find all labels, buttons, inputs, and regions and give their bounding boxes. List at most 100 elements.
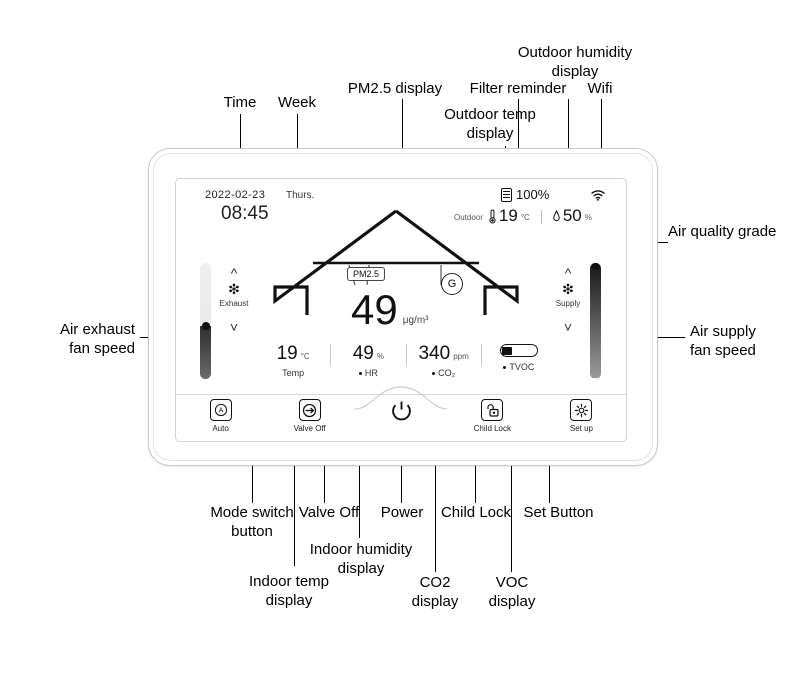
voc-label: TVOC <box>509 362 535 372</box>
fan-icon: ❇ <box>228 281 240 297</box>
wifi-icon <box>591 188 605 201</box>
pm25-value: 49 <box>351 286 398 333</box>
annotation-week: Week <box>277 94 317 111</box>
indoor-temp-label: Temp <box>282 368 305 378</box>
supply-fan-control: ^ ❇ Supply ˅ <box>546 265 590 335</box>
leader-wifi <box>601 99 602 185</box>
indoor-humidity-display: 49 % HR <box>331 344 405 378</box>
annotation-mode-switch-button: Mode switch button <box>210 504 294 540</box>
leader-indoor-temp-display <box>294 430 295 566</box>
status-week: Thurs. <box>286 190 315 201</box>
air-quality-grade-badge: G <box>441 273 463 295</box>
auto-mode-icon: A <box>209 399 232 421</box>
leader-valve-off <box>324 430 325 503</box>
co2-value: 340 <box>418 343 451 364</box>
indoor-humidity-label: HR <box>364 368 378 378</box>
co2-label: CO₂ <box>438 368 456 378</box>
annotation-indoor-temp-display: Indoor temp display <box>248 573 330 609</box>
indoor-humidity-unit: % <box>376 352 384 361</box>
filter-icon <box>501 187 512 202</box>
annotation-power: Power <box>380 504 424 521</box>
sensor-row: 19 °C Temp 49 % HR 340 ppm CO₂ <box>256 344 556 378</box>
supply-fan-slider-fill <box>590 263 601 378</box>
annotation-valve-off: Valve Off <box>298 504 360 521</box>
indoor-temp-display: 19 °C Temp <box>256 344 330 378</box>
filter-percent: 100% <box>516 187 550 202</box>
chevron-down-icon[interactable]: ˅ <box>229 319 239 335</box>
pm25-main-reading: 49 μg/m³ <box>351 289 428 331</box>
humidity-drop-icon <box>553 209 560 224</box>
pm25-tag: PM2.5 <box>346 267 386 281</box>
leader-power <box>401 430 402 503</box>
annotation-pm25-display: PM2.5 display <box>347 80 443 97</box>
exhaust-fan-slider-track[interactable] <box>200 263 211 379</box>
leader-filter-reminder <box>518 99 519 185</box>
status-date: 2022-02-23 <box>205 189 266 201</box>
pm25-unit: μg/m³ <box>402 315 429 326</box>
supply-fan-slider-track[interactable] <box>590 263 601 379</box>
chevron-down-icon[interactable]: ˅ <box>563 319 573 335</box>
annotation-air-quality-grade: Air quality grade <box>668 223 777 240</box>
annotation-child-lock: Child Lock <box>440 504 512 521</box>
voc-display: TVOC <box>482 344 556 372</box>
tvoc-gauge <box>499 344 538 357</box>
mode-switch-button[interactable]: A Auto <box>176 395 265 433</box>
indoor-humidity-value: 49 <box>352 343 374 364</box>
thermometer-icon <box>489 209 496 224</box>
outdoor-humidity-value: 50 <box>562 206 582 225</box>
button-bar: A Auto Valve Off <box>176 386 626 441</box>
set-up-button[interactable]: Set up <box>537 395 626 433</box>
tvoc-segment <box>525 346 536 355</box>
leader-mode-switch-button <box>252 430 253 503</box>
outdoor-humidity-unit: % <box>584 213 592 222</box>
exhaust-fan-label: Exhaust <box>219 299 249 308</box>
indoor-temp-value: 19 <box>276 343 298 364</box>
annotation-filter-reminder: Filter reminder <box>469 80 567 97</box>
leader-child-lock <box>475 430 476 503</box>
sensor-divider <box>480 344 482 366</box>
bullet-icon <box>358 371 362 375</box>
child-lock-label: Child Lock <box>473 424 512 433</box>
supply-fan-label: Supply <box>555 299 581 308</box>
annotation-air-supply-fan-speed: Air supply fan speed <box>690 323 756 359</box>
device-screen: 2022-02-23 Thurs. 08:45 100% Outdoor <box>175 178 627 442</box>
svg-text:A: A <box>218 408 223 415</box>
chevron-up-icon[interactable]: ^ <box>564 265 572 281</box>
outdoor-readings: Outdoor 19 °C 50 <box>454 207 592 224</box>
supply-fan-slider-knob[interactable] <box>591 263 600 270</box>
fan-icon: ❇ <box>562 281 574 297</box>
filter-reminder-indicator[interactable]: 100% <box>501 187 549 202</box>
leader-time <box>240 114 241 178</box>
annotation-outdoor-temp-display: Outdoor temp display <box>444 106 536 142</box>
gear-icon <box>570 399 593 421</box>
tvoc-segment <box>502 346 513 355</box>
status-time: 08:45 <box>221 203 269 224</box>
padlock-open-icon <box>481 399 504 421</box>
outdoor-humidity-reading: 50 % <box>553 207 592 224</box>
leader-voc-display <box>511 430 512 572</box>
power-button[interactable] <box>354 386 448 428</box>
annotation-co2-display: CO2 display <box>411 574 459 610</box>
annotation-set-button: Set Button <box>523 504 594 521</box>
annotation-outdoor-humidity-display: Outdoor humidity display <box>517 44 633 80</box>
child-lock-button[interactable]: Child Lock <box>448 395 537 433</box>
indoor-temp-unit: °C <box>300 352 310 361</box>
set-up-label: Set up <box>569 424 594 433</box>
power-arc-decoration <box>354 386 448 415</box>
sensor-divider <box>330 344 332 366</box>
chevron-up-icon[interactable]: ^ <box>230 265 238 281</box>
outdoor-temp-value: 19 <box>498 206 518 225</box>
outdoor-temp-unit: °C <box>520 213 530 222</box>
exhaust-fan-control: ^ ❇ Exhaust ˅ <box>212 265 256 335</box>
annotation-time: Time <box>223 94 257 111</box>
leader-indoor-humidity-display <box>359 430 360 538</box>
co2-unit: ppm <box>453 352 469 361</box>
annotation-indoor-humidity-display: Indoor humidity display <box>309 541 413 577</box>
annotation-air-exhaust-fan-speed: Air exhaust fan speed <box>59 321 135 357</box>
valve-off-button[interactable]: Valve Off <box>265 395 354 433</box>
power-icon <box>390 400 413 428</box>
exhaust-fan-slider-knob[interactable] <box>201 322 210 331</box>
valve-off-label: Valve Off <box>293 424 326 433</box>
outdoor-label: Outdoor <box>454 213 483 222</box>
